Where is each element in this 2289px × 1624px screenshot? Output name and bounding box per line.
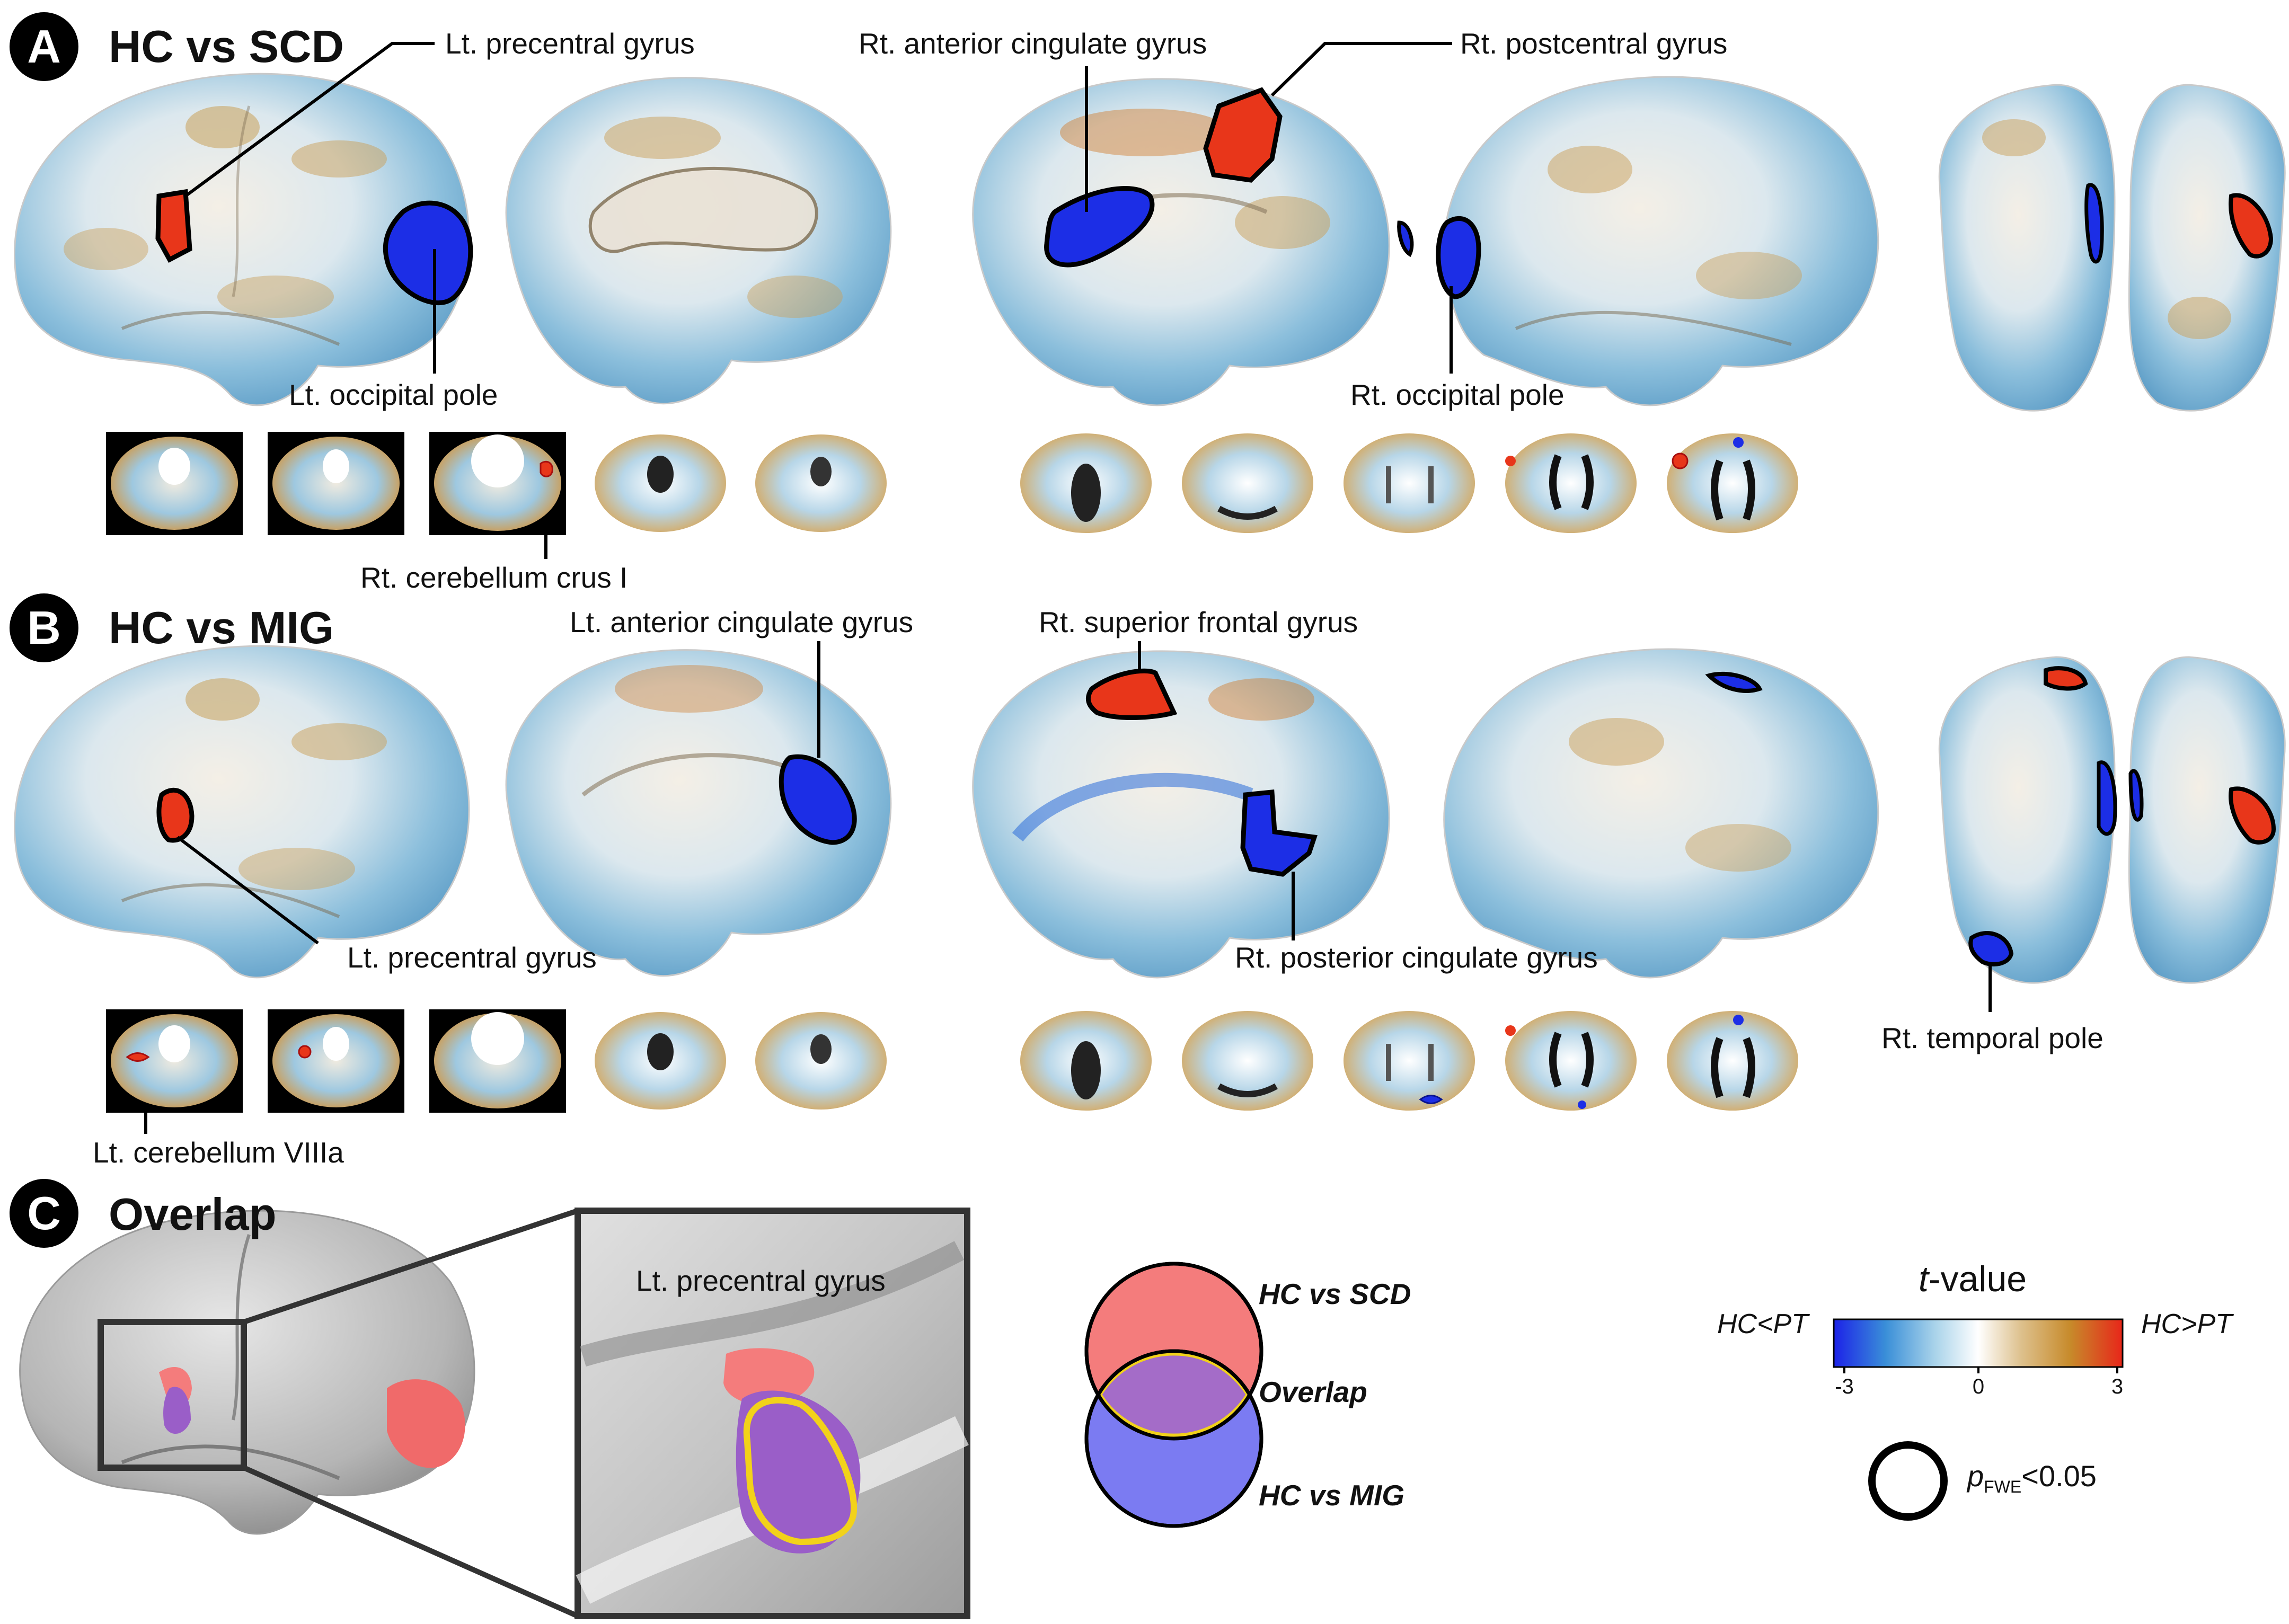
venn-label-mig: HC vs MIG bbox=[1259, 1479, 1405, 1512]
label-a-rt-postcentral: Rt. postcentral gyrus bbox=[1460, 27, 1728, 60]
colorbar-right-label: HC>PT bbox=[2141, 1309, 2232, 1339]
panel-b-title: HC vs MIG bbox=[109, 603, 334, 653]
label-a-rt-cerebellum-crus: Rt. cerebellum crus I bbox=[360, 561, 628, 594]
significance-sub: FWE bbox=[1984, 1477, 2022, 1497]
slices-a-axial bbox=[1018, 432, 1801, 535]
label-b-lt-anterior-cingulate: Lt. anterior cingulate gyrus bbox=[570, 606, 914, 638]
significance-circle-icon bbox=[1868, 1441, 1948, 1521]
slices-b-cerebellar bbox=[106, 1009, 889, 1113]
venn-label-scd: HC vs SCD bbox=[1259, 1277, 1411, 1310]
rt-posterior-cingulate-roi-b bbox=[1240, 789, 1318, 877]
lt-anterior-cingulate-roi-b bbox=[779, 754, 857, 845]
brain-a-lateral-right bbox=[1397, 76, 1879, 406]
significance-p: p bbox=[1967, 1459, 1984, 1493]
leader-lines-b bbox=[144, 641, 1992, 1134]
brain-a-lateral-left bbox=[13, 73, 473, 406]
slices-a-cerebellar bbox=[106, 432, 889, 535]
label-b-rt-temporal-pole: Rt. temporal pole bbox=[1881, 1022, 2104, 1054]
lt-precentral-roi-a bbox=[155, 189, 192, 263]
label-a-lt-precentral: Lt. precentral gyrus bbox=[445, 27, 695, 60]
label-b-rt-posterior-cingulate: Rt. posterior cingulate gyrus bbox=[1235, 941, 1598, 974]
colorbar-left-label: HC<PT bbox=[1717, 1309, 1808, 1339]
colorbar-tick-mid: 0 bbox=[1972, 1375, 1985, 1398]
colorbar bbox=[1833, 1318, 2124, 1368]
rt-superior-frontal-roi-b bbox=[1086, 668, 1178, 720]
rt-anterior-cingulate-roi-a bbox=[1044, 186, 1155, 268]
colorbar-title: t-value bbox=[1919, 1261, 2027, 1297]
brain-a-medial-right bbox=[972, 78, 1390, 406]
colorbar-tick-min: -3 bbox=[1835, 1375, 1854, 1398]
colorbar-title-t: t bbox=[1919, 1259, 1929, 1299]
zoom-panel bbox=[575, 1208, 970, 1619]
lt-occipital-pole-roi-a bbox=[383, 200, 473, 305]
lt-precentral-roi-b bbox=[156, 787, 195, 843]
label-c-zoom-region: Lt. precentral gyrus bbox=[636, 1264, 886, 1297]
significance-label: pFWE<0.05 bbox=[1967, 1459, 2097, 1497]
panel-c bbox=[19, 1208, 2124, 1619]
colorbar-tick-max: 3 bbox=[2111, 1375, 2124, 1398]
venn-diagram bbox=[1084, 1262, 1263, 1528]
label-b-lt-cerebellum: Lt. cerebellum VIIIa bbox=[93, 1136, 344, 1169]
slices-b-axial bbox=[1018, 1009, 1801, 1113]
panel-a-badge: A bbox=[10, 12, 78, 81]
panel-b bbox=[13, 641, 2286, 1134]
significance-rest: <0.05 bbox=[2021, 1459, 2097, 1493]
panel-c-badge: C bbox=[10, 1179, 78, 1248]
label-a-rt-anterior-cingulate: Rt. anterior cingulate gyrus bbox=[859, 27, 1207, 60]
brain-b-medial-right bbox=[972, 650, 1390, 979]
brain-b-lateral-right bbox=[1443, 648, 1879, 979]
panel-c-title: Overlap bbox=[109, 1190, 277, 1240]
label-b-rt-superior-frontal: Rt. superior frontal gyrus bbox=[1039, 606, 1358, 638]
brain-b-lateral-left bbox=[13, 645, 470, 979]
leader-lines-a bbox=[184, 42, 1453, 559]
label-a-rt-occipital-pole: Rt. occipital pole bbox=[1350, 378, 1565, 411]
brain-a-dorsal bbox=[1938, 84, 2286, 412]
label-a-lt-occipital-pole: Lt. occipital pole bbox=[289, 378, 498, 411]
colorbar-title-rest: -value bbox=[1928, 1259, 2027, 1299]
label-b-lt-precentral: Lt. precentral gyrus bbox=[347, 941, 597, 974]
panel-a bbox=[13, 42, 2286, 559]
venn-label-overlap: Overlap bbox=[1259, 1375, 1367, 1408]
rt-postcentral-roi-a bbox=[1203, 87, 1283, 183]
brain-b-medial-left bbox=[505, 649, 892, 977]
zoom-box-small bbox=[98, 1319, 247, 1471]
rt-occipital-pole-roi-a bbox=[1436, 216, 1481, 299]
colorbar-ticks bbox=[1843, 1367, 2118, 1373]
panel-b-badge: B bbox=[10, 593, 78, 662]
brain-b-dorsal bbox=[1938, 656, 2286, 984]
panel-a-title: HC vs SCD bbox=[109, 22, 344, 72]
brain-c-lateral-left bbox=[19, 1208, 579, 1619]
brain-a-medial-left bbox=[505, 77, 892, 405]
